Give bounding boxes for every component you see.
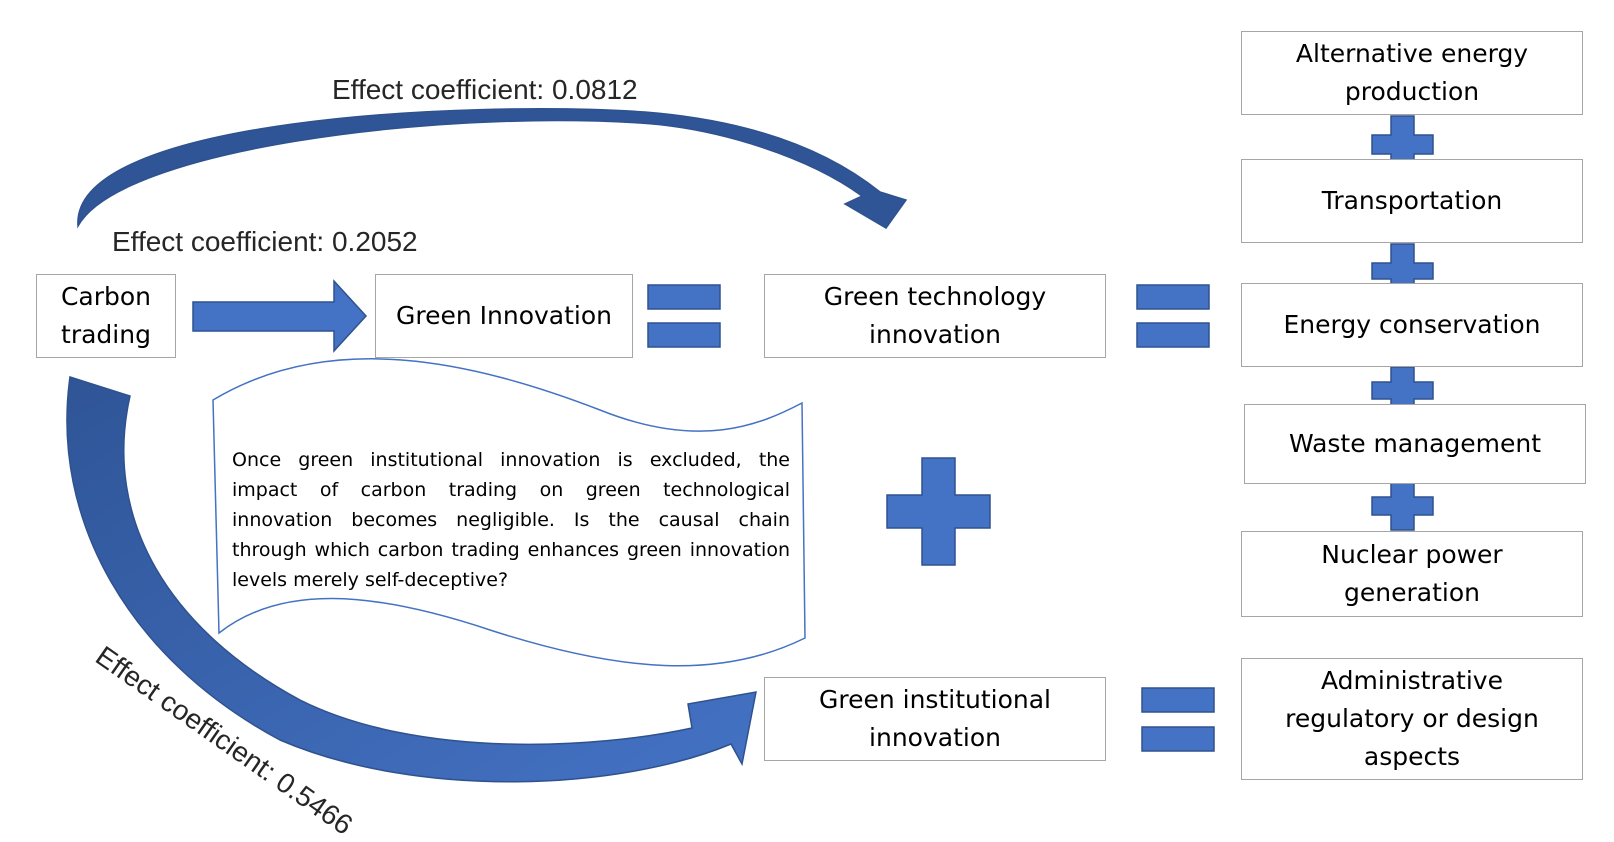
plus-sign-4 — [1371, 482, 1434, 531]
box-alternative-energy: Alternative energy production — [1241, 31, 1583, 115]
note-text: Once green institutional innovation is e… — [232, 449, 790, 591]
box-green-institutional-innovation: Green institutional innovation — [764, 677, 1106, 761]
coefficient-middle: Effect coefficient: 0.2052 — [112, 226, 418, 257]
box-nuclear-power: Nuclear power generation — [1241, 531, 1583, 617]
box-energy-conservation: Energy conservation — [1241, 283, 1583, 367]
equals-sign-1 — [647, 284, 721, 348]
alternative-energy-label: Alternative energy production — [1295, 39, 1529, 106]
note-wave-shape — [212, 358, 806, 667]
nuclear-power-label: Nuclear power generation — [1321, 540, 1503, 607]
curved-arrow-bottom — [66, 376, 757, 783]
box-carbon-trading: Carbon trading — [36, 274, 176, 358]
carbon-trading-label: Carbon trading — [60, 282, 152, 349]
box-green-technology-innovation: Green technology innovation — [764, 274, 1106, 358]
energy-conservation-label: Energy conservation — [1283, 310, 1541, 339]
box-transportation: Transportation — [1241, 159, 1583, 243]
box-green-innovation: Green Innovation — [375, 274, 633, 358]
green-institutional-innovation-label: Green institutional innovation — [818, 685, 1052, 752]
transportation-label: Transportation — [1321, 186, 1503, 215]
curved-arrow-top — [77, 108, 908, 229]
waste-management-label: Waste management — [1288, 429, 1542, 458]
green-innovation-label: Green Innovation — [395, 301, 612, 330]
equals-sign-3 — [1141, 687, 1215, 752]
box-waste-management: Waste management — [1244, 404, 1586, 484]
box-administrative: Administrative regulatory or design aspe… — [1241, 658, 1583, 780]
administrative-label: Administrative regulatory or design aspe… — [1285, 666, 1539, 771]
coefficient-top: Effect coefficient: 0.0812 — [332, 74, 638, 105]
plus-sign-large — [886, 457, 991, 566]
green-technology-innovation-label: Green technology innovation — [823, 282, 1047, 349]
arrow-right — [192, 279, 368, 353]
plus-sign-2 — [1371, 243, 1434, 287]
plus-sign-3 — [1371, 366, 1434, 406]
equals-sign-2 — [1136, 284, 1210, 348]
